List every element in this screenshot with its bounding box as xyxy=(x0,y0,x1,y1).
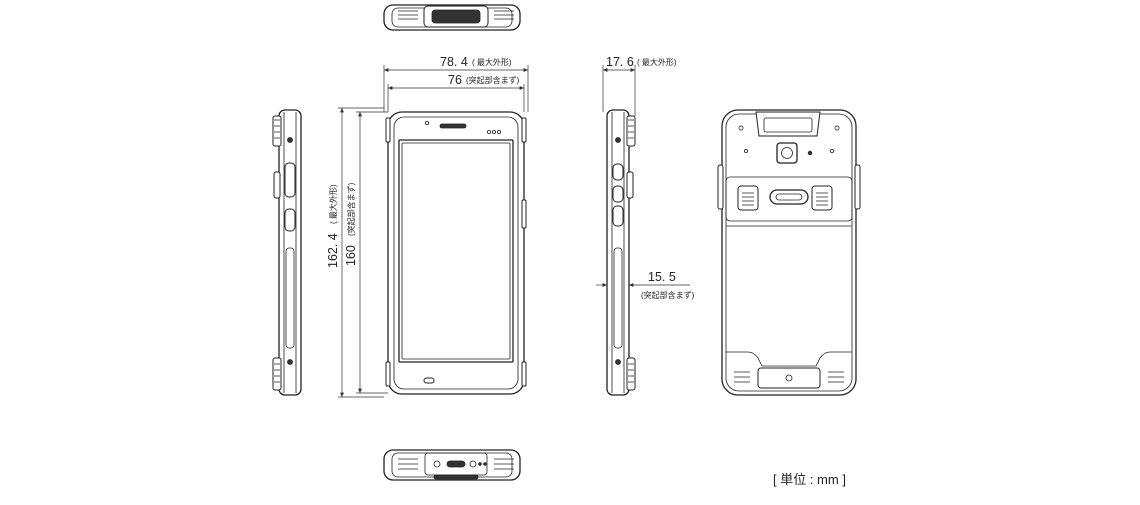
depth-max-note: ( 最大外形) xyxy=(637,57,677,67)
left-side-view xyxy=(272,109,302,396)
depth-body-dimension: 15. 5 (突起部含まず) xyxy=(596,270,695,300)
width-max-value: 78. 4 xyxy=(440,55,468,69)
front-view xyxy=(385,111,527,395)
width-body-value: 76 xyxy=(448,73,462,87)
height-body-value: 160 xyxy=(344,245,358,266)
bottom-view xyxy=(383,449,521,481)
unit-label: [ 単位 : mm ] xyxy=(773,472,846,487)
depth-body-note: (突起部含まず) xyxy=(641,290,695,300)
height-max-note: ( 最大外形) xyxy=(328,184,338,224)
height-body-note: (突起部含まず) xyxy=(346,182,356,236)
right-side-view xyxy=(606,109,636,396)
depth-body-value: 15. 5 xyxy=(648,270,676,284)
depth-max-value: 17. 6 xyxy=(606,55,634,69)
depth-max-dimension: 17. 6 ( 最大外形) xyxy=(602,55,677,116)
height-max-value: 162. 4 xyxy=(326,233,340,268)
height-dimension: 162. 4 ( 最大外形) 160 (突起部含まず) xyxy=(326,107,388,398)
top-view xyxy=(383,4,521,31)
width-dimension: 78. 4 ( 最大外形) 76 (突起部含まず) xyxy=(383,55,529,112)
width-body-note: (突起部含まず) xyxy=(466,75,520,85)
back-view xyxy=(717,109,861,396)
width-max-note: ( 最大外形) xyxy=(472,57,512,67)
